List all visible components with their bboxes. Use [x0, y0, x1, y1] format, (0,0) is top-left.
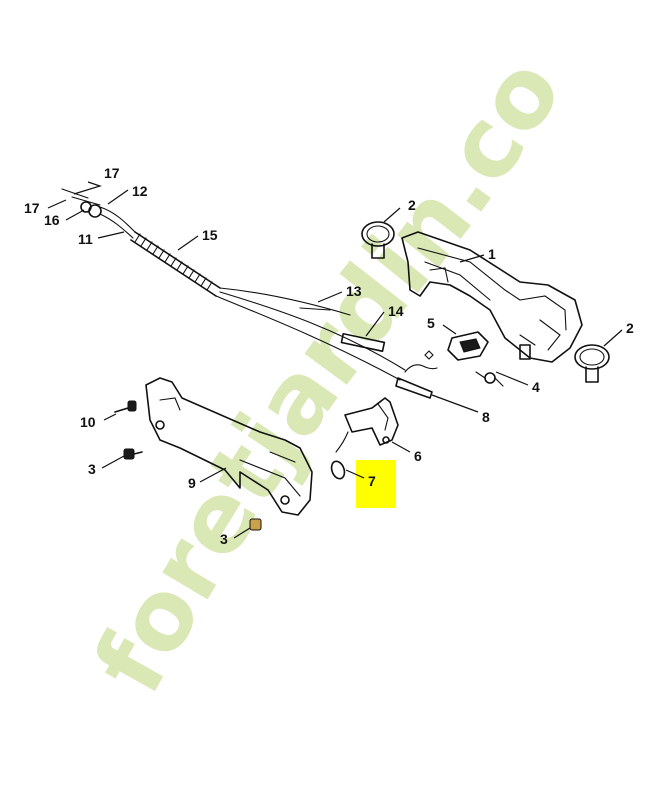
callout-16: 16 [44, 212, 60, 228]
leader-lines [47, 181, 623, 539]
callout-3-lower: 3 [220, 531, 228, 547]
throttle-cable-assembly [61, 188, 438, 399]
callout-1: 1 [488, 246, 496, 262]
callout-10: 10 [80, 414, 96, 430]
callout-2-right: 2 [626, 320, 634, 336]
callout-7: 7 [368, 473, 376, 489]
callout-5: 5 [427, 315, 435, 331]
callout-8: 8 [482, 409, 490, 425]
callout-15: 15 [202, 227, 218, 243]
watermark-text: foretjardin.com [0, 0, 584, 711]
handle-housing [401, 231, 583, 363]
callout-4: 4 [532, 379, 540, 395]
callout-2-upper: 2 [408, 197, 416, 213]
throttle-trigger [344, 397, 399, 446]
cable-spring [130, 231, 221, 297]
trigger-spring [330, 431, 349, 480]
clamp-upper [361, 221, 395, 259]
screw-10 [114, 400, 137, 413]
screw-3-lower [249, 518, 262, 531]
callout-13: 13 [346, 283, 362, 299]
callout-11: 11 [78, 231, 93, 247]
callout-9: 9 [188, 475, 196, 491]
stop-switch [447, 331, 489, 361]
callout-6: 6 [414, 448, 422, 464]
callout-14: 14 [388, 303, 404, 319]
callout-17-top: 17 [104, 165, 120, 181]
clamp-right [574, 344, 610, 383]
callout-17-left: 17 [24, 200, 40, 216]
callout-3-upper: 3 [88, 461, 96, 477]
lower-handle-shell [145, 377, 313, 516]
screw-3-upper [123, 448, 143, 460]
callout-labels: 17 12 17 16 11 15 2 1 13 14 5 2 4 8 10 6… [24, 165, 634, 547]
highlight-box [356, 460, 396, 508]
callout-12: 12 [132, 183, 148, 199]
torsion-spring [475, 371, 504, 387]
